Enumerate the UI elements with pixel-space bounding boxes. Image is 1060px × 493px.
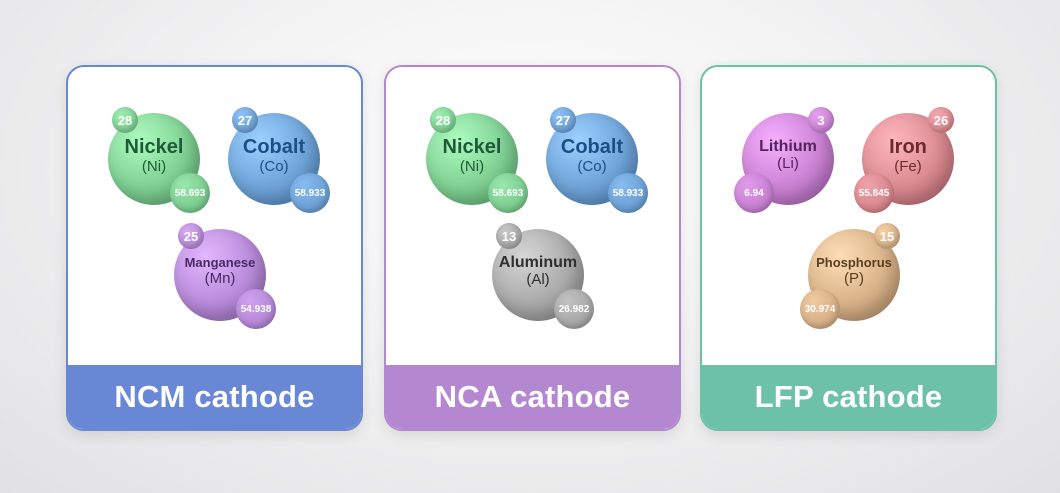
cathode-label: NCA cathode	[386, 365, 679, 429]
atomic-number-badge: 25	[178, 223, 204, 249]
element-symbol: (Co)	[259, 157, 289, 175]
element-symbol: (Li)	[777, 155, 799, 173]
element-name: Aluminum	[498, 253, 578, 271]
atomic-number-badge: 13	[496, 223, 522, 249]
atomic-number-badge: 26	[928, 107, 954, 133]
element-symbol: (Mn)	[204, 269, 236, 287]
atomic-number-badge: 3	[808, 107, 834, 133]
element-name: Lithium	[759, 137, 817, 155]
element-name: Nickel	[124, 135, 184, 158]
atomic-mass-badge: 58.933	[290, 173, 330, 213]
element-name: Phosphorus	[816, 255, 892, 271]
element-name: Manganese	[184, 255, 256, 271]
atomic-mass-badge: 54.938	[236, 289, 276, 329]
cathode-label: LFP cathode	[702, 365, 995, 429]
atomic-number-badge: 27	[232, 107, 258, 133]
atomic-mass-badge: 58.933	[608, 173, 648, 213]
element-symbol: (Co)	[577, 157, 607, 175]
element-name: Cobalt	[560, 135, 624, 158]
atomic-number-badge: 27	[550, 107, 576, 133]
element-name: Nickel	[442, 135, 502, 158]
atomic-number-badge: 28	[112, 107, 138, 133]
atomic-mass-badge: 58.693	[488, 173, 528, 213]
element-name: Cobalt	[242, 135, 306, 158]
atomic-number-badge: 15	[874, 223, 900, 249]
atomic-mass-badge: 58.693	[170, 173, 210, 213]
atomic-mass-badge: 30.974	[800, 289, 840, 329]
element-symbol: (P)	[844, 269, 864, 287]
element-symbol: (Fe)	[894, 157, 922, 175]
atomic-number-badge: 28	[430, 107, 456, 133]
element-symbol: (Ni)	[459, 157, 485, 175]
atomic-mass-badge: 6.94	[734, 173, 774, 213]
element-symbol: (Al)	[526, 271, 550, 289]
element-symbol: (Ni)	[141, 157, 167, 175]
cathode-label: NCM cathode	[68, 365, 361, 429]
element-name: Iron	[889, 135, 927, 158]
atomic-mass-badge: 26.982	[554, 289, 594, 329]
atomic-mass-badge: 55.845	[854, 173, 894, 213]
